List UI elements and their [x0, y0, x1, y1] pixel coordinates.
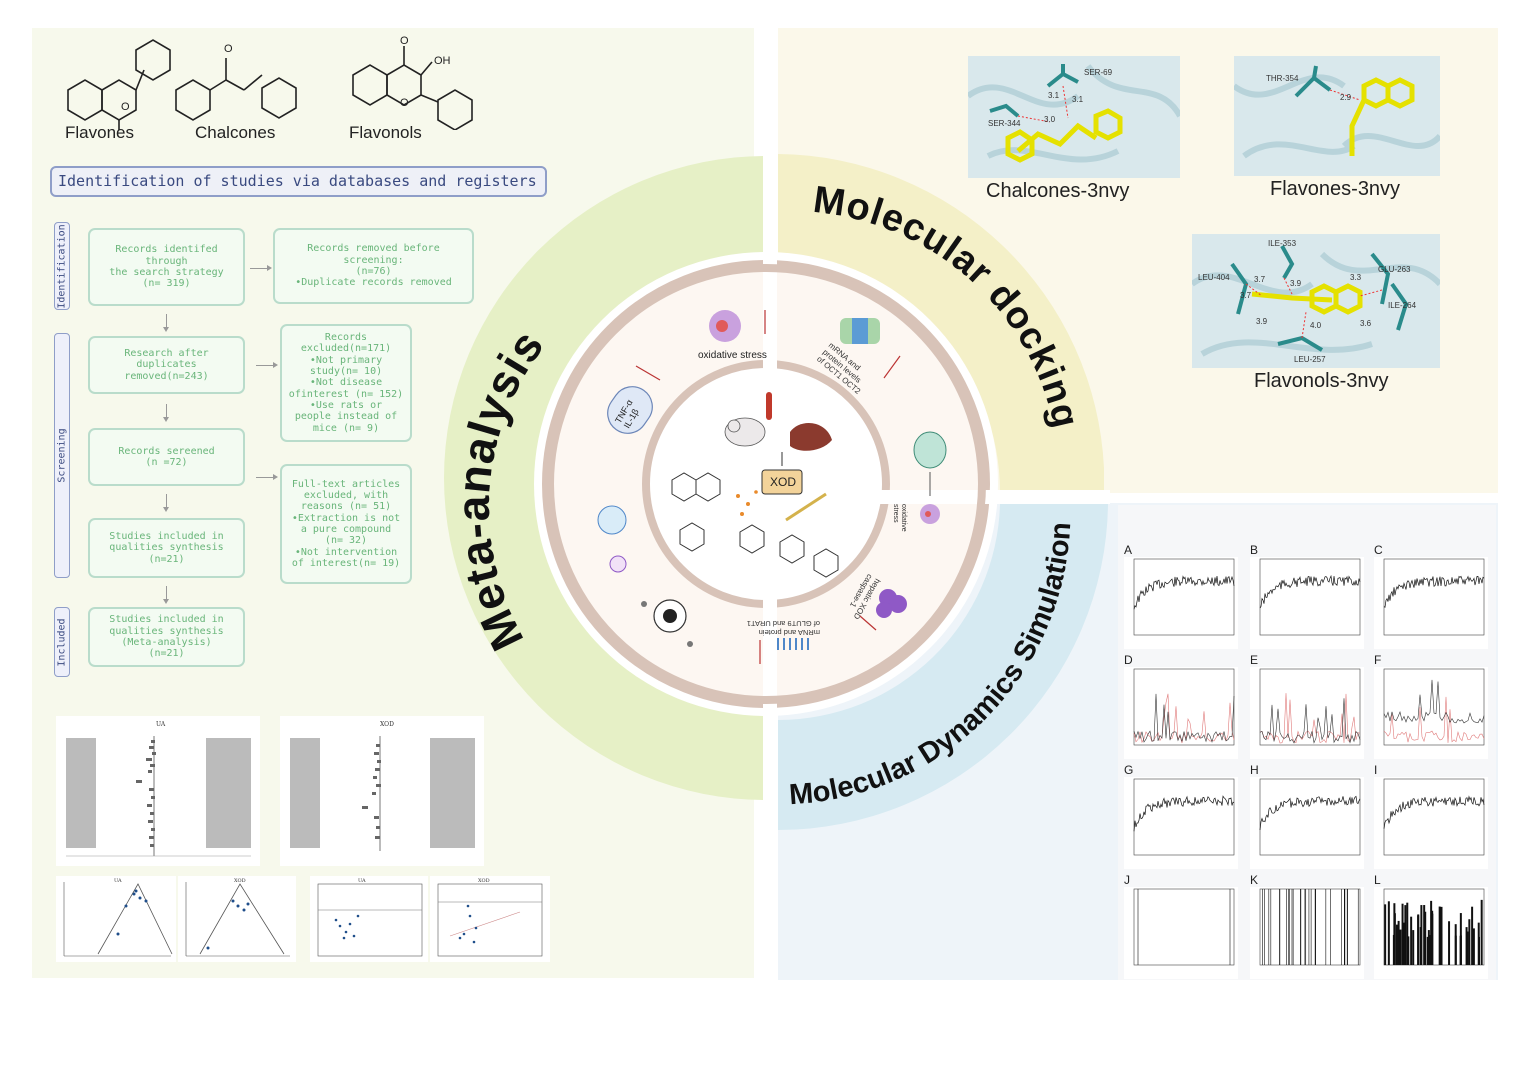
svg-text:mRNA and proteinof GLUT9 and U: mRNA and proteinof GLUT9 and URAT1	[747, 619, 820, 637]
docking-image-flavonols: ILE-353 LEU-404 GLU-263 ILE-264 LEU-257 …	[1192, 234, 1440, 368]
svg-text:UA: UA	[156, 721, 166, 728]
md-panel-label: K	[1250, 873, 1259, 887]
phase-included: Included	[54, 607, 70, 677]
svg-text:3.7: 3.7	[1254, 275, 1266, 284]
svg-text:SER-344: SER-344	[988, 119, 1021, 128]
md-plot-g	[1124, 777, 1238, 869]
md-plot-a	[1124, 557, 1238, 649]
forest-plot-xod: XOD	[280, 716, 484, 866]
svg-text:LEU-257: LEU-257	[1294, 355, 1326, 364]
records-removed-box: Records removed before screening: (n=76)…	[273, 228, 474, 304]
records-identified-box: Records identifed through the search str…	[88, 228, 245, 306]
arrow	[256, 362, 278, 368]
md-panel-label: G	[1124, 763, 1134, 777]
docking-label-flavones: Flavones-3nvy	[1270, 178, 1401, 200]
md-panel-label: D	[1124, 653, 1133, 667]
arrow	[163, 404, 169, 422]
phase-screening: Screening	[54, 333, 70, 578]
svg-text:SER-69: SER-69	[1084, 68, 1113, 77]
flavones-label: Flavones	[65, 123, 134, 142]
funnel-plot-2: XOD	[178, 876, 296, 962]
md-panel-label: B	[1250, 543, 1259, 557]
fulltext-excluded-box: Full-text articles excluded, with reason…	[280, 464, 412, 584]
svg-text:3.9: 3.9	[1290, 279, 1302, 288]
forest-plot-ua: UA	[56, 716, 260, 866]
studies-included-box: Studies included in qualities synthesis …	[88, 518, 245, 578]
chalcones-label: Chalcones	[195, 123, 276, 142]
md-plot-i	[1374, 777, 1488, 869]
svg-text:ILE-264: ILE-264	[1388, 301, 1417, 310]
md-plot-l	[1374, 887, 1488, 979]
docking-image-flavones: THR-354 2.9	[1234, 56, 1440, 176]
md-plot-b	[1250, 557, 1364, 649]
md-plot-c	[1374, 557, 1488, 649]
svg-text:O: O	[400, 97, 409, 109]
svg-text:oxidative stress: oxidative stress	[698, 350, 767, 361]
svg-text:LEU-404: LEU-404	[1198, 273, 1230, 282]
md-panel-label: C	[1374, 543, 1383, 557]
svg-text:3.6: 3.6	[1360, 319, 1372, 328]
svg-text:2.9: 2.9	[1340, 93, 1352, 102]
after-duplicates-box: Research after duplicates removed(n=243)	[88, 336, 245, 394]
flavonols-label: Flavonols	[349, 123, 422, 142]
funnel-plot-4: XOD	[430, 876, 550, 962]
svg-text:O: O	[400, 35, 409, 47]
svg-text:3.0: 3.0	[1044, 115, 1056, 124]
md-plot-e	[1250, 667, 1364, 759]
svg-text:3.9: 3.9	[1256, 317, 1268, 326]
svg-text:3.1: 3.1	[1072, 95, 1084, 104]
md-panel-label: I	[1374, 763, 1378, 777]
phase-identification: Identification	[54, 222, 70, 310]
records-screened-box: Records sereened (n =72)	[88, 428, 245, 486]
svg-text:XOD: XOD	[380, 721, 394, 728]
funnel-plot-1: UA	[56, 876, 176, 962]
svg-text:UA: UA	[358, 878, 366, 884]
md-panel-label: H	[1250, 763, 1259, 777]
svg-text:O: O	[224, 43, 233, 55]
docking-label-flavonols: Flavonols-3nvy	[1254, 370, 1389, 392]
docking-label-chalcones: Chalcones-3nvy	[986, 180, 1130, 202]
funnel-plot-3: UA	[310, 876, 428, 962]
svg-text:XOD: XOD	[234, 878, 246, 884]
docking-image-chalcones: SER-69 SER-344 3.1 3.1 3.0	[968, 56, 1180, 178]
arrow	[163, 314, 169, 332]
svg-text:OH: OH	[434, 55, 451, 67]
md-plot-j	[1124, 887, 1238, 979]
md-panel-label: A	[1124, 543, 1133, 557]
meta-analysis-box: Studies included in qualities synthesis …	[88, 607, 245, 667]
svg-text:3.3: 3.3	[1350, 273, 1362, 282]
md-panel-label: F	[1374, 653, 1382, 667]
svg-text:3.1: 3.1	[1048, 91, 1060, 100]
svg-text:XOD: XOD	[770, 475, 796, 489]
arrow	[256, 474, 278, 480]
md-plot-f	[1374, 667, 1488, 759]
svg-text:O: O	[121, 101, 130, 113]
arrow	[163, 494, 169, 512]
chemical-structures: O O O OH O	[67, 35, 473, 130]
svg-text:4.0: 4.0	[1310, 321, 1322, 330]
md-panel-label: E	[1250, 653, 1259, 667]
arrow	[250, 265, 272, 271]
svg-text:XOD: XOD	[478, 878, 490, 884]
prisma-title: Identification of studies via databases …	[50, 166, 547, 197]
svg-text:3.7: 3.7	[1240, 291, 1252, 300]
md-plot-k	[1250, 887, 1364, 979]
svg-text:UA: UA	[114, 878, 122, 884]
svg-text:THR-354: THR-354	[1266, 74, 1299, 83]
md-panel-label: J	[1124, 873, 1130, 887]
md-panel-label: L	[1374, 873, 1381, 887]
md-plot-h	[1250, 777, 1364, 869]
svg-text:GLU-263: GLU-263	[1378, 265, 1411, 274]
svg-text:ILE-353: ILE-353	[1268, 239, 1297, 248]
arrow	[163, 586, 169, 604]
records-excluded-box: Records excluded(n=171) •Not primary stu…	[280, 324, 412, 442]
md-plot-d	[1124, 667, 1238, 759]
svg-text:oxidativestress: oxidativestress	[892, 504, 907, 532]
